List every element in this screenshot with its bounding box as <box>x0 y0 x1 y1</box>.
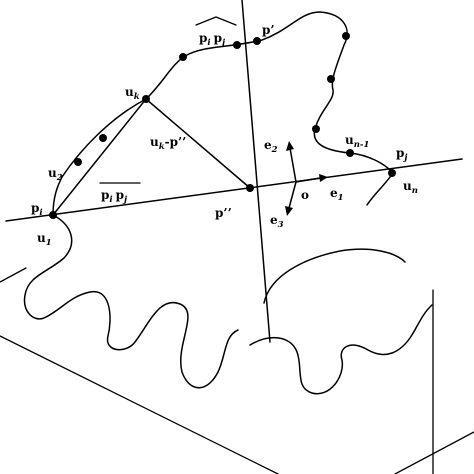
point-curve-3 <box>99 134 107 142</box>
point-curve-9 <box>327 75 335 83</box>
label-p-j: pj <box>396 146 407 163</box>
local-frame <box>285 141 328 216</box>
label-e-2: e2 <box>264 138 278 155</box>
label-p-dprime: p’’ <box>215 206 232 220</box>
chord-line <box>5 158 463 222</box>
point-curve-5 <box>179 53 187 61</box>
label-p-i: pi <box>31 201 43 218</box>
box-edge-back-left <box>0 267 27 283</box>
label-e-1: e1 <box>330 186 344 203</box>
normal-line <box>241 0 271 343</box>
point-p-prime <box>253 37 261 45</box>
e2-vector <box>289 147 297 183</box>
box-edge-left <box>0 335 279 474</box>
label-uk-minus-p2: uk-p’’ <box>150 135 186 152</box>
point-curve-8 <box>342 32 350 40</box>
surface-wave-bottom <box>249 304 433 395</box>
perspective-box <box>0 267 474 474</box>
e1-arrowhead <box>319 174 328 182</box>
point-pj <box>388 169 396 177</box>
e3-vector <box>288 181 297 209</box>
label-u-n: un <box>403 179 418 196</box>
label-u-2: u2 <box>48 166 63 183</box>
label-u-n-minus-1: un-1 <box>345 133 369 150</box>
box-edge-back-right <box>394 431 474 474</box>
point-p-dprime <box>246 184 254 192</box>
point-pi <box>49 211 57 219</box>
label-u-1: u1 <box>37 231 52 248</box>
e2-arrowhead <box>286 141 294 151</box>
label-u-k: uk <box>125 85 140 102</box>
segment-uk-p2 <box>145 98 251 189</box>
point-uk <box>142 95 150 103</box>
surface-wave-right <box>263 248 406 304</box>
point-curve-6 <box>233 41 241 49</box>
curve-points <box>49 32 396 219</box>
e1-vector <box>295 177 321 183</box>
arc-hat-mark <box>195 16 237 26</box>
segment-uk-pi <box>52 98 147 216</box>
label-e-3: e3 <box>270 213 284 230</box>
point-u2 <box>74 158 82 166</box>
e3-arrowhead <box>285 206 293 216</box>
point-u-n-1 <box>346 149 354 157</box>
surface-wave-left <box>23 214 239 389</box>
label-o: o <box>301 188 309 202</box>
label-p-prime: p’ <box>262 23 275 37</box>
point-curve-10 <box>312 125 320 133</box>
